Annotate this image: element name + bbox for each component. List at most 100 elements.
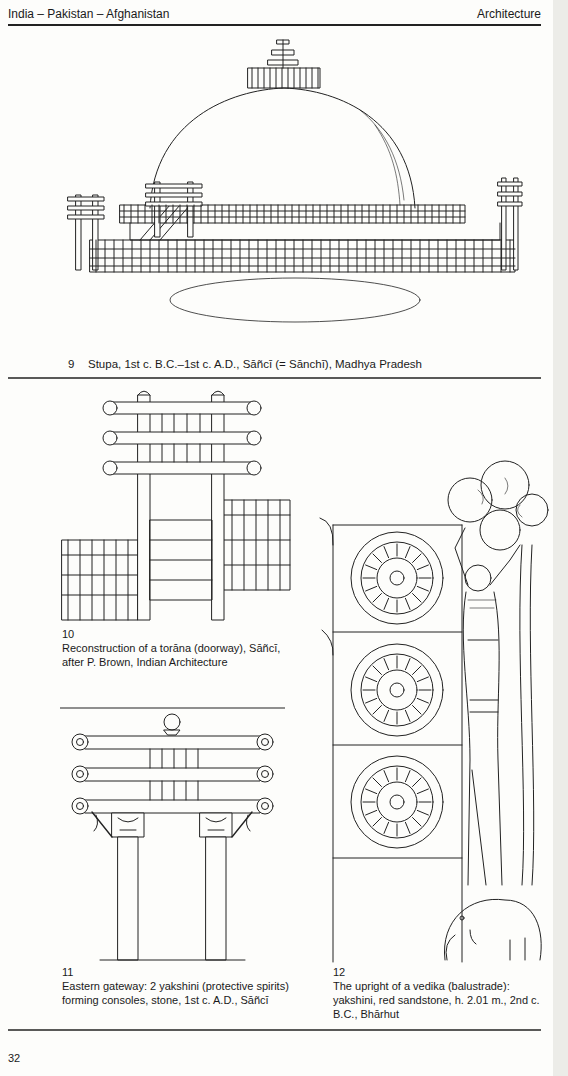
stroke bbox=[339, 240, 340, 272]
stroke bbox=[152, 205, 153, 223]
scroll-end bbox=[77, 803, 84, 810]
stroke bbox=[141, 240, 142, 272]
figure-caption: The upright of a vedika (balustrade): ya… bbox=[333, 980, 548, 1021]
stroke bbox=[174, 444, 175, 462]
petal bbox=[397, 824, 398, 836]
stroke bbox=[236, 205, 237, 223]
stroke bbox=[456, 240, 457, 272]
petal bbox=[366, 677, 377, 682]
stroke bbox=[194, 205, 195, 223]
stroke bbox=[294, 68, 295, 88]
figure-number: 12 bbox=[333, 966, 363, 980]
stroke bbox=[306, 205, 307, 223]
stroke bbox=[90, 266, 515, 267]
stroke bbox=[270, 68, 271, 88]
stroke bbox=[62, 575, 138, 576]
stroke bbox=[320, 205, 321, 223]
stroke bbox=[132, 240, 133, 272]
stroke bbox=[166, 205, 167, 223]
petal bbox=[373, 594, 381, 602]
stroke bbox=[404, 205, 405, 223]
stroke bbox=[276, 68, 277, 88]
petal bbox=[397, 768, 398, 780]
scroll-end bbox=[72, 798, 88, 814]
stroke bbox=[215, 205, 216, 223]
petal bbox=[384, 771, 389, 782]
petal bbox=[405, 598, 410, 609]
stroke bbox=[276, 240, 277, 272]
stroke bbox=[150, 781, 151, 800]
stroke bbox=[250, 205, 251, 223]
lotus-roundel bbox=[361, 766, 433, 838]
stroke bbox=[313, 205, 314, 223]
stroke bbox=[425, 205, 426, 223]
stroke bbox=[62, 555, 138, 556]
figure-caption: Reconstruction of a torāna (doorway), Sā… bbox=[62, 642, 284, 670]
stroke bbox=[114, 240, 115, 272]
scroll-end bbox=[72, 734, 88, 750]
stroke bbox=[180, 205, 181, 223]
stroke bbox=[198, 781, 199, 800]
stroke bbox=[429, 240, 430, 272]
petal bbox=[373, 778, 381, 786]
stroke bbox=[120, 217, 465, 218]
stroke bbox=[162, 414, 163, 432]
stroke bbox=[90, 258, 515, 259]
stroke bbox=[186, 781, 187, 800]
stroke bbox=[173, 205, 174, 223]
petal bbox=[417, 677, 428, 682]
stroke bbox=[355, 205, 356, 223]
petal bbox=[363, 802, 375, 803]
figure-number: 11 bbox=[62, 966, 92, 980]
petal bbox=[417, 586, 428, 591]
stroke bbox=[96, 240, 97, 272]
petal bbox=[405, 547, 410, 558]
scroll-end bbox=[257, 766, 273, 782]
stroke bbox=[162, 749, 163, 768]
scan-edge bbox=[553, 0, 568, 1076]
stroke bbox=[222, 240, 223, 272]
lotus-roundel bbox=[351, 644, 443, 736]
stroke bbox=[162, 781, 163, 800]
stroke bbox=[128, 540, 129, 620]
petal bbox=[405, 659, 410, 670]
figure-caption: Eastern gateway: 2 yakshini (protective … bbox=[62, 980, 297, 1008]
page-number: 32 bbox=[8, 1052, 48, 1066]
stroke bbox=[258, 240, 259, 272]
lotus-roundel bbox=[351, 532, 443, 624]
stroke bbox=[366, 240, 367, 272]
stroke bbox=[159, 205, 160, 223]
stroke bbox=[150, 240, 151, 272]
stroke bbox=[244, 500, 245, 590]
stroke bbox=[257, 205, 258, 223]
petal bbox=[413, 706, 421, 714]
scroll-end bbox=[77, 739, 84, 746]
petal bbox=[373, 666, 381, 674]
stroke bbox=[362, 205, 363, 223]
petal bbox=[363, 578, 375, 579]
scroll-end bbox=[72, 766, 88, 782]
stroke bbox=[198, 749, 199, 768]
lotus-roundel bbox=[361, 654, 433, 726]
torana-reconstruction bbox=[62, 391, 290, 620]
lotus-roundel bbox=[390, 683, 404, 697]
petal bbox=[417, 565, 428, 570]
petal bbox=[419, 578, 431, 579]
petal bbox=[384, 547, 389, 558]
stroke bbox=[510, 240, 511, 272]
petal bbox=[373, 554, 381, 562]
petal bbox=[384, 598, 389, 609]
stroke bbox=[483, 240, 484, 272]
stroke bbox=[402, 240, 403, 272]
stroke bbox=[186, 749, 187, 768]
stroke bbox=[204, 240, 205, 272]
lotus-roundel bbox=[390, 571, 404, 585]
stroke bbox=[285, 205, 286, 223]
stroke bbox=[168, 240, 169, 272]
petal bbox=[366, 565, 377, 570]
stroke bbox=[384, 240, 385, 272]
stroke bbox=[174, 781, 175, 800]
stroke bbox=[145, 205, 146, 223]
stroke bbox=[256, 500, 257, 590]
section-head: Architecture bbox=[391, 7, 541, 22]
